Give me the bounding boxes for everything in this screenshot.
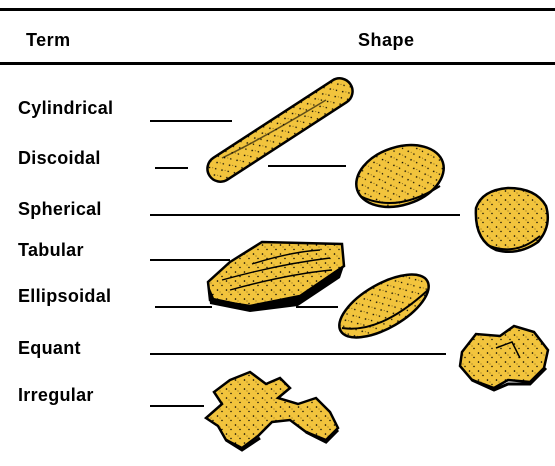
- equant-shape: [460, 326, 548, 390]
- cylindrical-shape: [202, 73, 357, 186]
- ellipsoidal-shape: [330, 262, 439, 350]
- discoidal-shape: [348, 135, 452, 218]
- spherical-shape: [476, 188, 548, 252]
- irregular-shape: [206, 372, 338, 450]
- tabular-shape: [208, 242, 344, 312]
